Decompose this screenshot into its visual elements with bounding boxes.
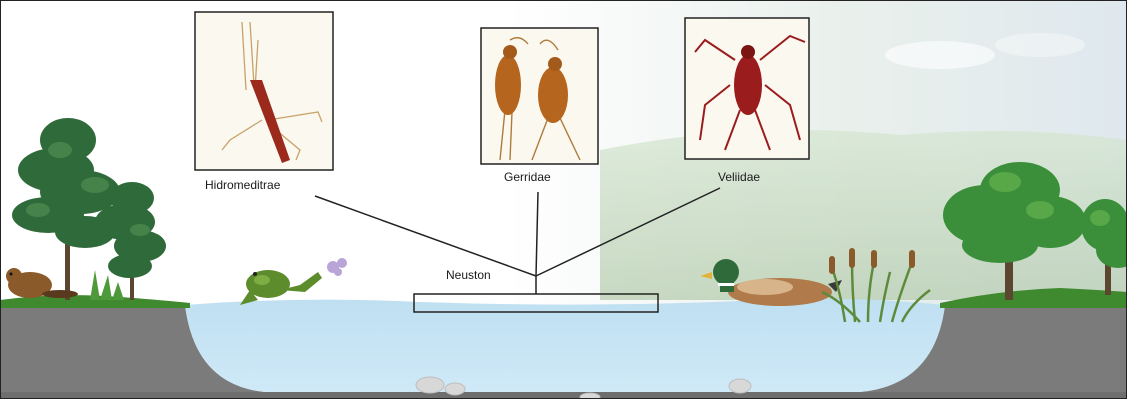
label-neuston: Neuston <box>446 268 491 282</box>
label-gerridae: Gerridae <box>504 170 551 184</box>
gerridae-photo <box>481 28 598 164</box>
hidromeditrae-photo <box>195 12 333 170</box>
veliidae-photo <box>685 18 809 159</box>
label-veliidae: Veliidae <box>718 170 760 184</box>
label-hidromeditrae: Hidromeditrae <box>205 178 280 192</box>
pond-water <box>185 299 945 392</box>
